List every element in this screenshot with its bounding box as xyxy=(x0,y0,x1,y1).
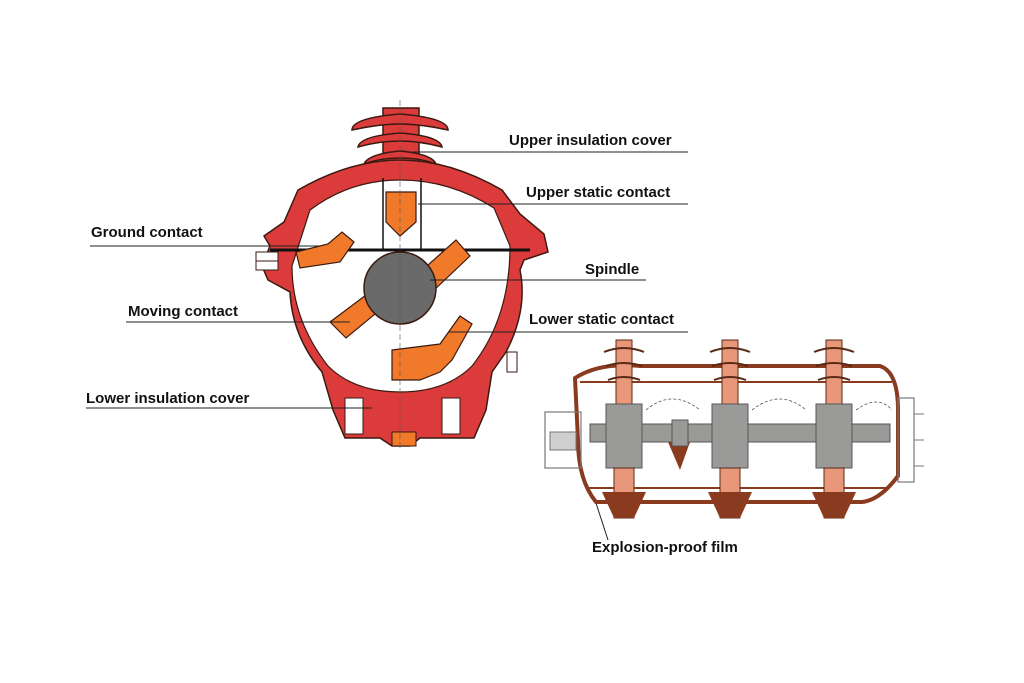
phase-2 xyxy=(708,339,752,519)
phase-3 xyxy=(812,339,856,519)
upper-static-contact-part xyxy=(385,191,417,237)
leader-lines xyxy=(86,151,688,541)
label-upper-insulation-cover: Upper insulation cover xyxy=(509,132,672,149)
label-explosion-proof-film: Explosion-proof film xyxy=(592,539,738,556)
spindle-part xyxy=(363,251,437,325)
label-moving-contact: Moving contact xyxy=(128,303,239,320)
label-upper-static-contact: Upper static contact xyxy=(526,184,671,201)
label-ground-contact: Ground contact xyxy=(91,224,203,241)
label-lower-static-contact: Lower static contact xyxy=(529,311,675,328)
label-lower-insulation-cover: Lower insulation cover xyxy=(86,390,250,407)
phase-1 xyxy=(602,339,646,519)
label-spindle: Spindle xyxy=(585,261,640,278)
ground-contact-part xyxy=(295,231,355,269)
